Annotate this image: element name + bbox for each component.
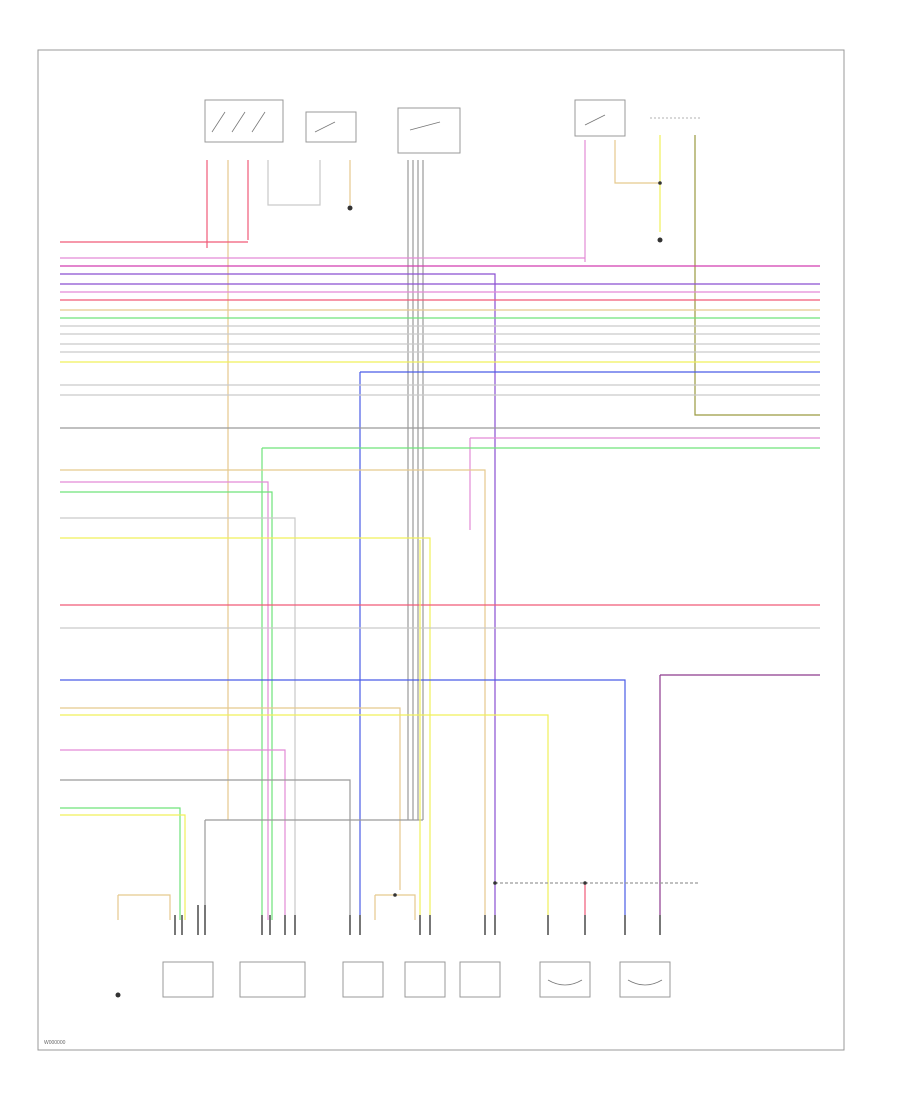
diagram-frame <box>37 49 845 1051</box>
module-2 <box>239 961 306 998</box>
module-4 <box>404 961 446 998</box>
bottom-components <box>162 961 671 998</box>
figure-code: W000000 <box>44 1040 66 1046</box>
splice-points <box>393 181 662 897</box>
module-5 <box>459 961 501 998</box>
switch-assembly <box>204 99 284 143</box>
top-components <box>115 99 700 998</box>
ground-icon <box>347 205 353 211</box>
ground-icon <box>657 237 663 243</box>
module-1 <box>162 961 214 998</box>
ground-icon <box>115 992 121 998</box>
switch-right <box>574 99 626 137</box>
switch-2 <box>305 111 357 143</box>
central-module <box>397 107 461 154</box>
module-3 <box>342 961 384 998</box>
solenoid-2 <box>619 961 671 998</box>
solenoid-1 <box>539 961 591 998</box>
connector-stubs <box>174 905 661 935</box>
top-vertical-wires <box>206 135 820 820</box>
horizontal-bus <box>60 241 820 920</box>
